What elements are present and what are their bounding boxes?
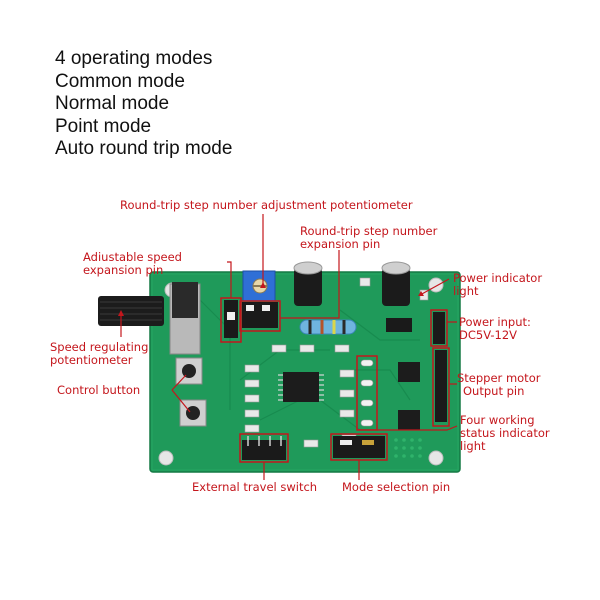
- label-line: light: [453, 284, 479, 298]
- label-line: DC5V-12V: [459, 328, 518, 342]
- label-round-trip-pot: Round-trip step number adjustment potent…: [120, 198, 413, 212]
- label-line: light: [460, 439, 486, 453]
- label-power-light: Power indicator light: [453, 272, 542, 298]
- resistor: [299, 319, 357, 335]
- label-line: potentiometer: [50, 353, 133, 367]
- label-round-trip-pin: Round-trip step number expansion pin: [300, 225, 437, 251]
- label-line: Speed regulating: [50, 340, 149, 354]
- box-status-leds: [356, 355, 378, 431]
- label-mode-pin: Mode selection pin: [342, 480, 451, 494]
- mode-item: Common mode: [55, 70, 185, 92]
- label-speed-pin: Adiustable speed expansion pin: [83, 251, 182, 277]
- capacitors: [293, 261, 411, 306]
- label-line: Output pin: [463, 384, 525, 398]
- control-buttons: [175, 357, 207, 427]
- modes-list: 4 operating modes Common mode Normal mod…: [55, 48, 232, 161]
- label-line: expansion pin: [83, 263, 164, 277]
- label-line: Stepper motor: [457, 371, 541, 385]
- box-power-input: [430, 309, 448, 347]
- label-stepper-output: Stepper motor Output pin: [457, 372, 540, 398]
- box-round-trip-pin: [239, 300, 281, 332]
- label-line: status indicator: [460, 426, 550, 440]
- label-line: Power indicator: [453, 271, 543, 285]
- modes-title: 4 operating modes: [55, 48, 213, 69]
- label-status-light: Four working status indicator light: [460, 414, 550, 453]
- label-line: Four working: [460, 413, 535, 427]
- driver-ic: [283, 372, 319, 402]
- label-line: Power input:: [459, 315, 531, 329]
- label-travel-switch: External travel switch: [192, 480, 318, 494]
- mode-item: Normal mode: [55, 93, 170, 114]
- label-line: Round-trip step number: [300, 224, 438, 238]
- mode-item: Point mode: [55, 115, 152, 137]
- leader-lines: [120, 214, 458, 480]
- label-power-input: Power input: DC5V-12V: [459, 316, 531, 342]
- label-speed-pot: Speed regulating potentiometer: [50, 341, 148, 367]
- label-line: expansion pin: [300, 237, 381, 251]
- label-line: Adiustable speed: [83, 250, 182, 264]
- label-control-button: Control button: [57, 383, 141, 397]
- mode-item: Auto round trip mode: [55, 138, 233, 159]
- box-stepper: [432, 347, 450, 427]
- speed-pot-knob: [98, 296, 164, 326]
